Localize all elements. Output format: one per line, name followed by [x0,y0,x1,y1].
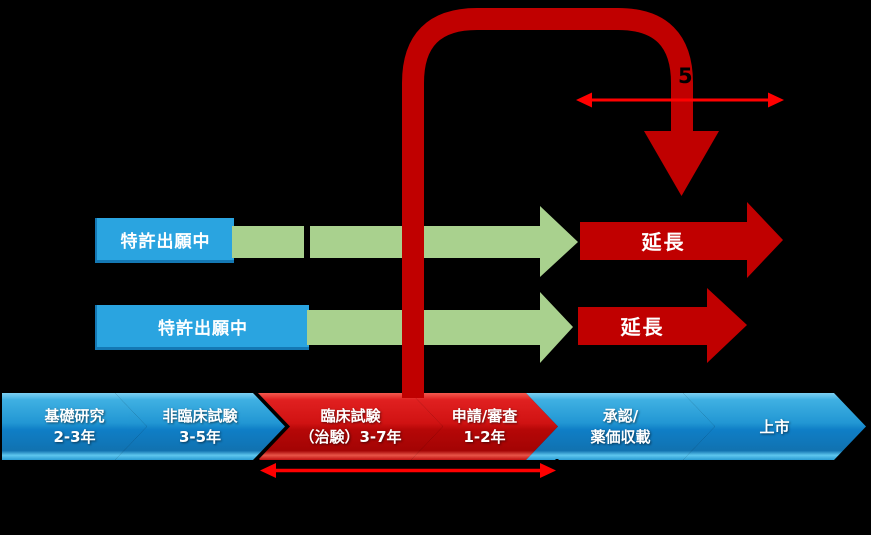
phase-label: 上市 [759,417,790,436]
phase-duration: 薬価収載 [590,428,651,446]
patent-timeline-arrow-2 [307,292,573,363]
phase-duration: （治験）3-7年 [299,428,402,446]
extension-arrow-2: 延長 [578,288,747,363]
extension-label: 延長 [620,315,665,339]
extension-arrow-1: 延長 [580,202,783,278]
pipeline-chevron-band: 基礎研究 2-3年 非臨床試験 3-5年 臨床試験 （治験）3-7年 申請/審査… [0,393,871,460]
patent-pending-label: 特許出願中 [158,318,248,339]
phase-label: 臨床試験 [320,407,381,425]
phase-duration: 2-3年 [53,428,96,446]
phase-label: 申請/審査 [451,407,518,425]
patent-pending-label: 特許出願中 [120,231,211,252]
phase-duration: 1-2年 [463,428,506,446]
measure-end-bar-right [555,459,559,484]
patent-pending-box-2: 特許出願中 [95,305,309,350]
measure-arrowhead-left-icon [576,92,592,108]
measure-arrowhead-right-icon [540,463,556,478]
patent-timeline-bar-1a [232,226,304,258]
patent-timeline-arrow-1 [310,206,578,277]
measure-arrowhead-right-icon [768,92,784,108]
phase-clinical-trial: 臨床試験 （治験）3-7年 [258,393,443,460]
max-extension-years-label: 5 [678,64,693,88]
phase-duration: 3-5年 [178,428,222,446]
extension-label: 延長 [641,229,686,254]
phase-label: 非臨床試験 [162,407,238,425]
phase-label: 基礎研究 [44,407,105,425]
loop-arrowhead-down-icon [644,131,719,196]
measure-end-bar-left [256,459,260,484]
phase-nonclinical: 非臨床試験 3-5年 [115,393,285,460]
patent-pending-box-1: 特許出願中 [95,218,234,263]
phase-basic-research: 基礎研究 2-3年 [2,393,147,460]
measure-arrowhead-left-icon [260,463,276,478]
phase-label: 承認/ [602,407,639,425]
